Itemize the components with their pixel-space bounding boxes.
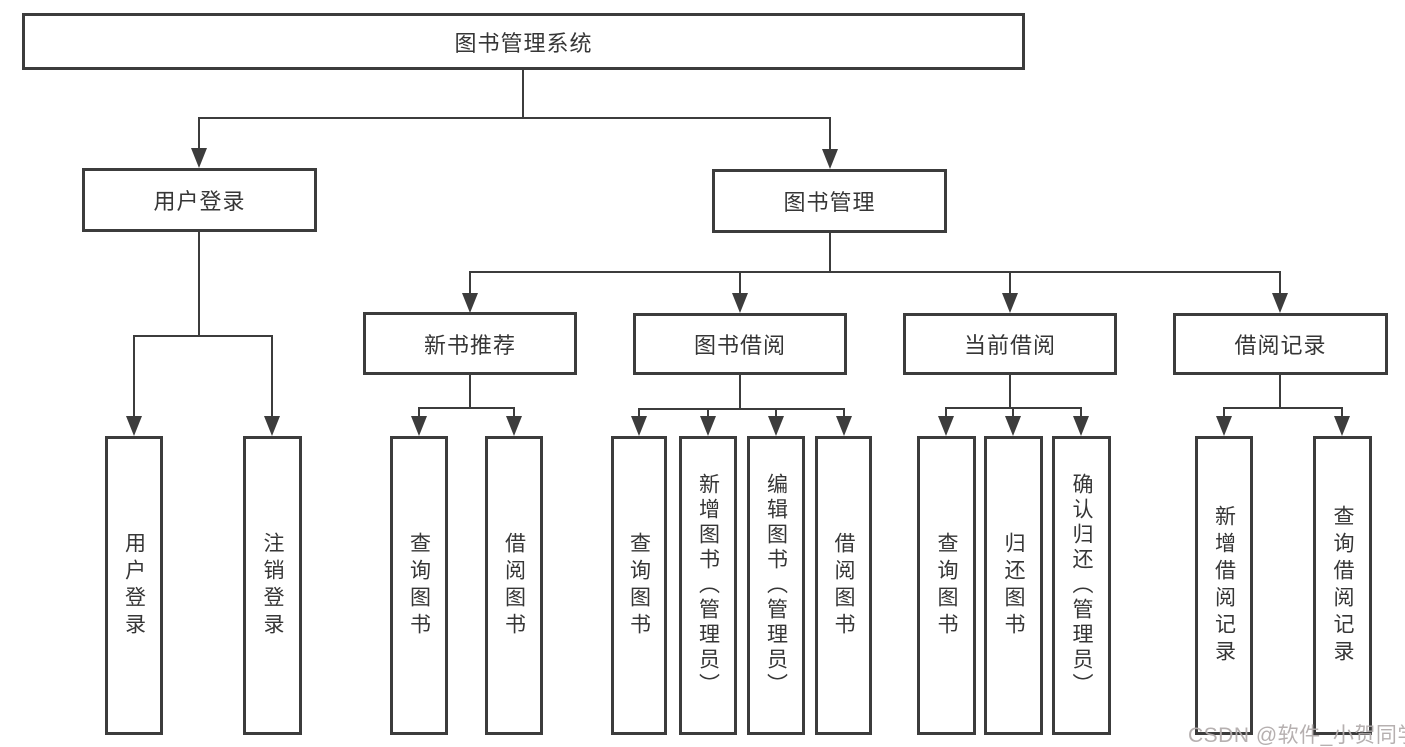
connector-h-new-books (418, 407, 515, 409)
connector-v-leaf (843, 408, 845, 419)
leaf-newbooks-query-books-label: 查询图书 (407, 531, 431, 640)
leaf-borrowing-query-books-label: 查询图书 (627, 531, 651, 640)
connector-v-borrowing (739, 375, 741, 409)
connector-v-leaf (945, 407, 947, 419)
connector-h-user-login (133, 335, 273, 337)
leaf-records-add-record-label: 新增借阅记录 (1212, 504, 1236, 667)
node-book-management-label: 图书管理 (783, 190, 876, 215)
leaf-current-query-books: 查询图书 (917, 436, 976, 735)
leaf-current-query-books-label: 查询图书 (935, 531, 958, 640)
arrow-down-icon (732, 293, 748, 313)
connector-v-leaf (271, 335, 273, 419)
arrow-down-icon (1216, 416, 1232, 436)
leaf-user-login: 用户登录 (105, 436, 163, 735)
connector-v-leaf (739, 271, 741, 296)
connector-v-leaf (775, 408, 777, 419)
node-current-borrowing: 当前借阅 (903, 313, 1117, 375)
connector-v-records (1279, 375, 1281, 408)
leaf-current-confirm-return-admin: 确认归还（管理员） (1052, 436, 1111, 735)
arrow-down-icon (631, 416, 647, 436)
connector-v-leaf (1341, 407, 1343, 419)
arrow-down-icon (1073, 416, 1089, 436)
node-new-book-recommend-label: 新书推荐 (423, 332, 516, 358)
node-root-label: 图书管理系统 (454, 30, 593, 56)
connector-v-leaf (133, 335, 135, 419)
connector-v-leaf (707, 408, 709, 419)
connector-v-leaf (1080, 407, 1082, 419)
arrow-down-icon (1272, 293, 1288, 313)
leaf-newbooks-borrow-books: 借阅图书 (485, 436, 543, 735)
connector-h-root (198, 117, 831, 119)
node-current-borrowing-label: 当前借阅 (963, 333, 1056, 358)
node-book-borrowing: 图书借阅 (633, 313, 847, 375)
leaf-logout-label: 注销登录 (261, 531, 284, 640)
connector-v-user-login (198, 232, 200, 336)
connector-v-new-books (469, 375, 471, 408)
node-borrowing-records-label: 借阅记录 (1234, 333, 1327, 358)
leaf-records-add-record: 新增借阅记录 (1195, 436, 1253, 735)
csdn-watermark: CSDN @软件_小贺同学 (1188, 724, 1405, 747)
connector-v-leaf (1009, 271, 1011, 296)
leaf-borrowing-edit-books-admin-label: 编辑图书（管理员） (764, 473, 788, 698)
connector-v-to-user-login (198, 117, 200, 151)
leaf-borrowing-query-books: 查询图书 (611, 436, 667, 735)
arrow-down-icon (191, 148, 207, 168)
leaf-records-query-record: 查询借阅记录 (1313, 436, 1372, 735)
node-new-book-recommend: 新书推荐 (363, 312, 577, 375)
leaf-borrowing-borrow-books: 借阅图书 (815, 436, 872, 735)
node-borrowing-records: 借阅记录 (1173, 313, 1388, 375)
connector-v-leaf (513, 407, 515, 419)
connector-v-book-mgmt (829, 233, 831, 272)
node-book-management: 图书管理 (712, 169, 947, 233)
arrow-down-icon (1334, 416, 1350, 436)
leaf-current-return-books: 归还图书 (984, 436, 1043, 735)
arrow-down-icon (1002, 293, 1018, 313)
leaf-user-login-label: 用户登录 (122, 531, 146, 640)
node-root: 图书管理系统 (22, 13, 1025, 70)
connector-v-leaf (418, 407, 420, 419)
arrow-down-icon (836, 416, 852, 436)
arrow-down-icon (411, 416, 427, 436)
node-user-login-label: 用户登录 (153, 189, 246, 214)
leaf-current-return-books-label: 归还图书 (1002, 531, 1025, 640)
leaf-borrowing-add-books-admin-label: 新增图书（管理员） (696, 473, 720, 698)
arrow-down-icon (822, 149, 838, 169)
leaf-logout: 注销登录 (243, 436, 302, 735)
connector-v-to-book-mgmt (829, 117, 831, 152)
leaf-newbooks-query-books: 查询图书 (390, 436, 448, 735)
arrow-down-icon (462, 293, 478, 313)
connector-v-leaf (1012, 407, 1014, 419)
leaf-borrowing-borrow-books-label: 借阅图书 (832, 531, 855, 640)
connector-v-leaf (1223, 407, 1225, 419)
leaf-borrowing-edit-books-admin: 编辑图书（管理员） (747, 436, 805, 735)
connector-h-borrowing (638, 408, 845, 410)
arrow-down-icon (264, 416, 280, 436)
connector-v-leaf (1279, 271, 1281, 296)
arrow-down-icon (506, 416, 522, 436)
leaf-records-query-record-label: 查询借阅记录 (1331, 504, 1354, 667)
connector-v-current (1009, 375, 1011, 408)
connector-h-records (1223, 407, 1343, 409)
leaf-newbooks-borrow-books-label: 借阅图书 (502, 531, 526, 640)
node-book-borrowing-label: 图书借阅 (693, 333, 786, 358)
connector-v-leaf (469, 271, 471, 296)
arrow-down-icon (768, 416, 784, 436)
arrow-down-icon (126, 416, 142, 436)
connector-v-leaf (638, 408, 640, 419)
arrow-down-icon (700, 416, 716, 436)
connector-h-book-mgmt (469, 271, 1281, 273)
connector-v-root (522, 70, 524, 118)
arrow-down-icon (1005, 416, 1021, 436)
leaf-current-confirm-return-admin-label: 确认归还（管理员） (1070, 473, 1093, 698)
arrow-down-icon (938, 416, 954, 436)
leaf-borrowing-add-books-admin: 新增图书（管理员） (679, 436, 737, 735)
node-user-login: 用户登录 (82, 168, 317, 232)
